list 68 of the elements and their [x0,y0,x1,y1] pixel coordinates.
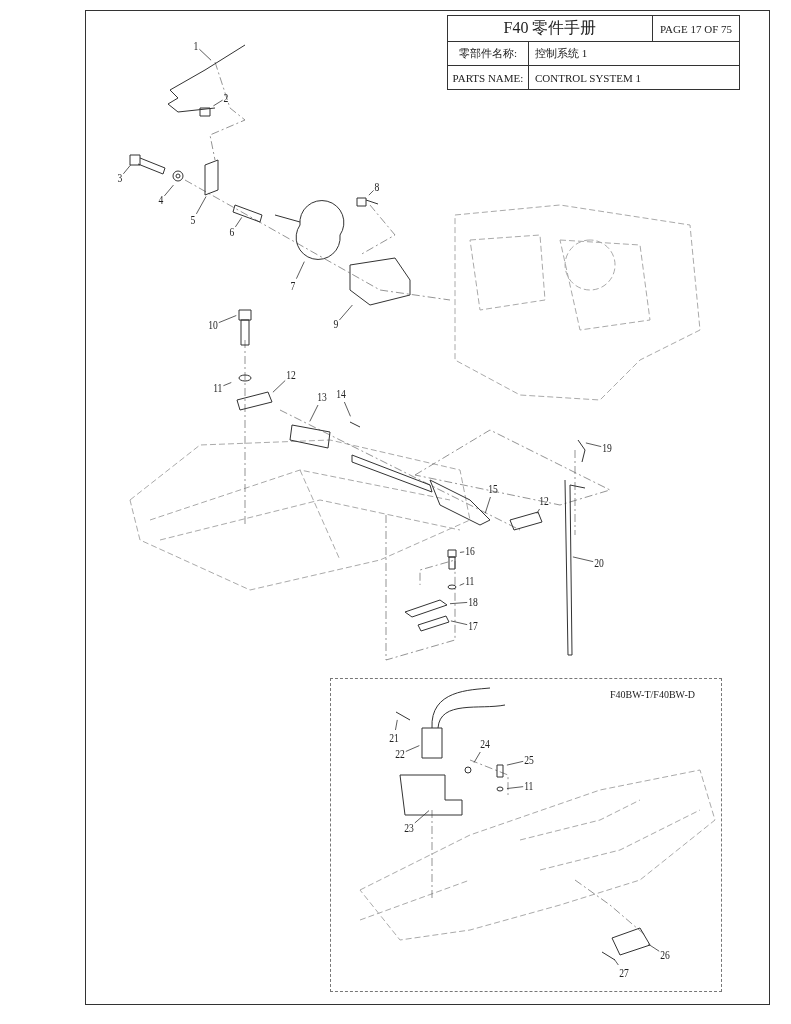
model-variant-label: F40BW-T/F40BW-D [610,689,695,700]
callout-number: 18 [468,595,478,609]
leader-line [506,760,524,766]
leader-line [213,99,223,107]
leader-line [218,315,237,324]
callout-number: 13 [317,390,327,404]
callout-number: 11 [213,381,223,395]
leader-line [647,943,660,952]
leader-line [585,442,602,447]
callout-number: 24 [480,737,490,751]
callout-number: 3 [117,171,123,185]
leader-line [473,751,481,763]
leader-line [459,551,465,553]
field-value: CONTROL SYSTEM 1 [535,71,641,84]
callout-number: 14 [336,387,346,401]
leader-line [339,304,353,321]
leader-line [368,190,374,196]
callout-number: 25 [524,753,534,767]
leader-line [123,164,131,175]
leader-line [309,404,319,422]
callout-number: 17 [468,619,478,633]
leader-line [405,745,420,752]
callout-number: 6 [229,225,235,239]
leader-line [572,556,594,563]
callout-number: 9 [333,317,339,331]
callout-number: 12 [539,494,549,508]
leader-line [272,380,286,393]
callout-number: 4 [158,193,164,207]
manual-title: F40 零件手册 [503,18,597,38]
callout-number: 7 [290,279,296,293]
callout-number: 27 [619,966,629,980]
leader-line [449,602,468,605]
callout-number: 15 [488,482,498,496]
callout-number: 1 [193,39,199,53]
callout-number: 16 [465,544,475,558]
field-value: 控制系统 1 [535,46,588,61]
leader-line [536,508,540,514]
leader-line [395,719,398,731]
callout-number: 12 [286,368,296,382]
leader-line [484,496,491,514]
callout-number: 21 [389,731,399,745]
leader-line [459,583,465,586]
callout-number: 11 [524,779,534,793]
callout-number: 22 [395,747,405,761]
field-label: PARTS NAME: [452,71,524,84]
leader-line [196,196,207,215]
callout-number: 11 [465,574,475,588]
callout-number: 10 [208,318,218,332]
leader-line [506,786,524,789]
callout-number: 19 [602,441,612,455]
field-label: 零部件名称: [458,46,518,61]
callout-number: 2 [223,91,229,105]
callout-number: 20 [594,556,604,570]
callout-number: 5 [190,213,196,227]
callout-number: 23 [404,821,414,835]
page-number: PAGE 17 OF 75 [660,22,732,35]
leader-line [199,48,212,61]
leader-line [235,216,243,228]
leader-line [414,810,430,824]
callout-number: 8 [374,180,380,194]
leader-line [296,261,305,280]
leader-line [344,401,351,417]
inset-panel [330,678,722,992]
callout-number: 26 [660,948,670,962]
leader-line [450,620,468,626]
leader-line [613,958,619,966]
leader-line [164,184,174,197]
leader-line [223,382,232,387]
